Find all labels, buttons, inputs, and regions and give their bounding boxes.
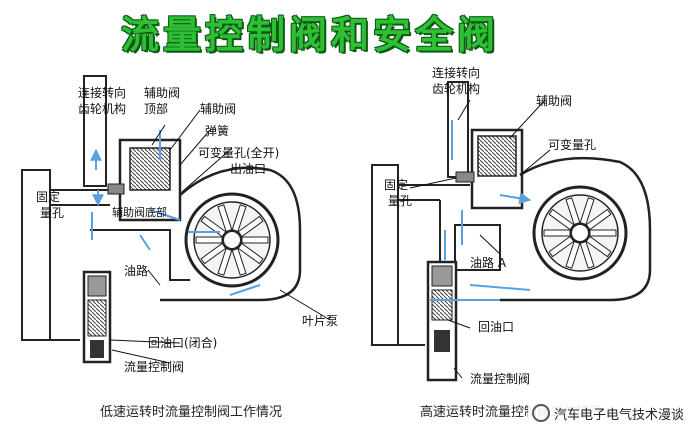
right-aux-spring (477, 135, 517, 177)
page-title: 流量控制阀和安全阀 (120, 13, 499, 57)
left-steering-port (83, 75, 107, 187)
left-label-flow-valve: 流量控制阀 (124, 360, 185, 374)
right-fixed-orifice (455, 171, 475, 183)
pump-vane (217, 204, 233, 233)
left-caption: 低速运转时流量控制阀工作情况 (100, 405, 283, 420)
pump-vane (231, 204, 247, 233)
pump-vane (585, 208, 612, 231)
left-label-aux-top-1: 辅助阀 (144, 86, 181, 100)
left-pump-housing (160, 166, 302, 302)
pump-vane (543, 229, 571, 237)
pump-vane (565, 240, 581, 269)
watermark-text: 汽车电子电气技术漫谈 (553, 408, 684, 423)
right-diagram (371, 81, 652, 382)
left-label-aux-bottom: 辅助阀底部 (112, 206, 167, 219)
pump-vane (237, 242, 264, 265)
left-label-return-port: 回油口(闭合) (148, 336, 218, 350)
left-fixed-orifice (107, 183, 125, 195)
left-label-spring: 弹簧 (205, 124, 230, 138)
right-label-oil-path: 油路 A (470, 256, 507, 270)
pump-vane (548, 235, 575, 258)
left-label-fixed-1: 固定 (36, 190, 61, 204)
left-label-steering-2: 齿轮机构 (78, 102, 127, 116)
left-label-outlet: 出油口 (230, 162, 267, 176)
pump-vane (237, 215, 264, 238)
right-label-aux-valve: 辅助阀 (536, 94, 573, 108)
right-label-steering-1: 连接转向 (432, 66, 481, 80)
left-label-aux-valve: 辅助阀 (200, 102, 237, 116)
left-label-aux-top-2: 顶部 (144, 102, 169, 116)
right-label-variable-orifice: 可变量孔 (548, 138, 597, 152)
right-label-steering-2: 齿轮机构 (432, 82, 481, 96)
left-label-fixed-2: 量孔 (40, 206, 65, 220)
left-vane-pump (184, 192, 280, 288)
pump-vane (585, 235, 612, 258)
left-label-oil-path: 油路 (124, 264, 149, 278)
right-label-flow-valve: 流量控制阀 (470, 372, 531, 386)
left-label-vane-pump: 叶片泵 (302, 314, 339, 328)
left-diagram (21, 75, 331, 364)
pump-vane (589, 229, 617, 237)
pump-vane (195, 236, 223, 244)
pump-vane (548, 208, 575, 231)
pump-vane (231, 247, 247, 276)
wechat-icon (531, 404, 550, 422)
left-aux-spring (129, 147, 171, 191)
pump-vane (200, 242, 227, 265)
left-label-variable-orifice: 可变量孔(全开) (198, 146, 280, 160)
pump-vane (565, 197, 581, 226)
right-return-line (371, 164, 399, 346)
right-label-return-port: 回油口 (478, 320, 515, 334)
pump-vane (217, 247, 233, 276)
right-label-fixed-2: 量孔 (388, 194, 413, 208)
right-oil-path-a (454, 224, 501, 271)
pump-vane (579, 240, 595, 269)
right-vane-pump (532, 185, 628, 281)
left-label-steering-1: 连接转向 (78, 86, 127, 100)
pump-vane (241, 236, 269, 244)
pump-vane (579, 197, 595, 226)
right-label-fixed-1: 固定 (384, 178, 409, 192)
watermark: 汽车电子电气技术漫谈 (527, 402, 688, 425)
right-pump-housing (500, 156, 652, 302)
